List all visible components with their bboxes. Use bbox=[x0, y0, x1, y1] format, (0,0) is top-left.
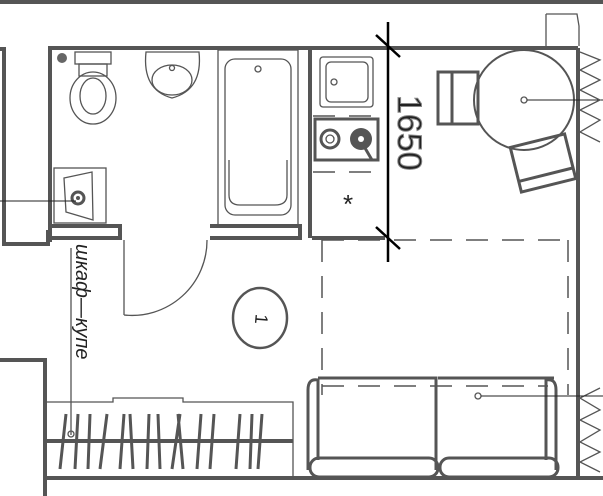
kitchen-sink bbox=[319, 56, 374, 108]
chair-left bbox=[436, 70, 480, 126]
toilet bbox=[69, 51, 117, 125]
pipe-riser-icon bbox=[57, 53, 67, 63]
window-sill bbox=[545, 13, 580, 46]
room-wall-right bbox=[385, 46, 580, 478]
left-wall-upper bbox=[0, 47, 50, 246]
wardrobe bbox=[45, 397, 294, 478]
sofa bbox=[306, 376, 603, 479]
stove bbox=[313, 115, 382, 173]
chair-bottom bbox=[508, 132, 578, 194]
wardrobe-label: шкаф—купе bbox=[71, 244, 93, 359]
entry-door bbox=[123, 239, 208, 317]
bathroom-wall-right-stub bbox=[210, 224, 302, 240]
curtain-top bbox=[578, 51, 602, 143]
left-wall-lower bbox=[0, 358, 47, 496]
rug-outline bbox=[321, 239, 569, 395]
room-number-marker: 1 bbox=[231, 286, 289, 350]
dimension-label: 1650 bbox=[390, 95, 428, 171]
dining-table bbox=[473, 49, 603, 151]
bathroom-wall bbox=[48, 46, 385, 242]
room-number: 1 bbox=[251, 313, 272, 325]
floor-drain bbox=[0, 167, 107, 224]
fridge-asterisk-icon: * bbox=[343, 189, 353, 219]
washbasin bbox=[144, 51, 201, 99]
bathroom-wall-left-stub bbox=[52, 224, 122, 240]
dimension-line bbox=[375, 22, 401, 262]
curtain-bottom bbox=[578, 387, 602, 473]
bathtub bbox=[217, 49, 299, 226]
